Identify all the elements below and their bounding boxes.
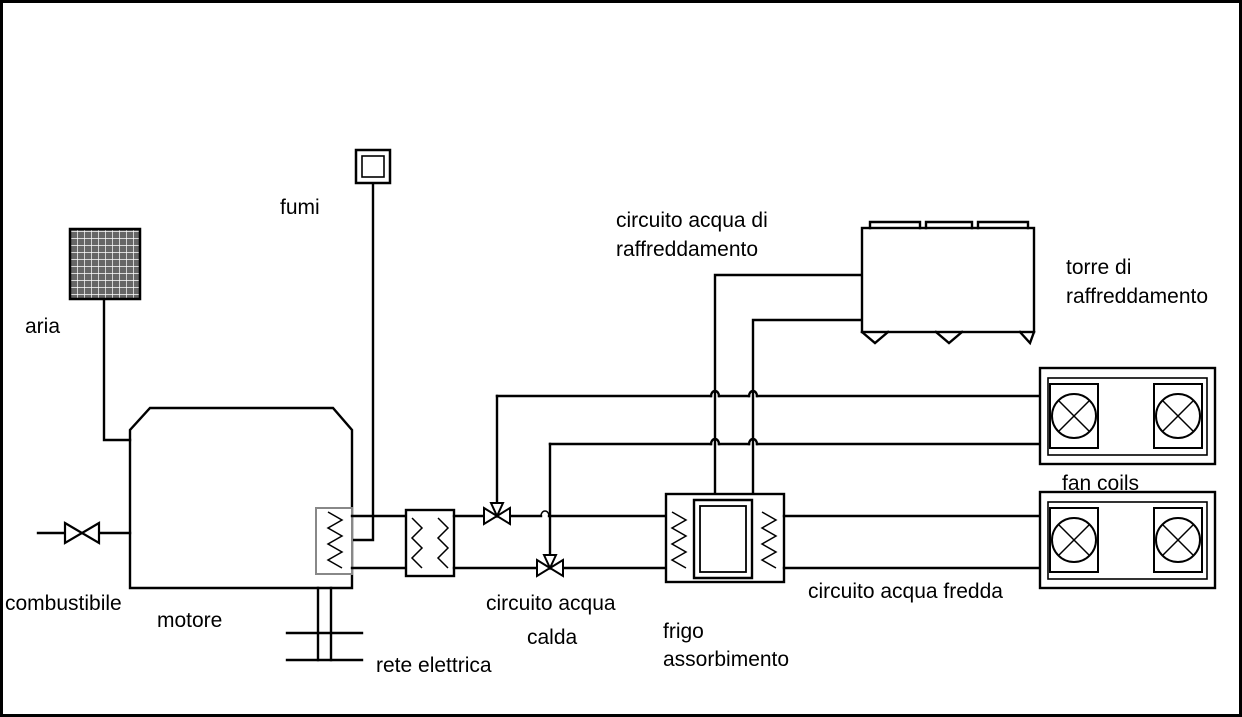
label-torre-2: raffreddamento (1066, 285, 1209, 308)
engine-block (128, 406, 354, 590)
cooling-water-circuit (713, 273, 864, 496)
label-circuito-raffreddamento-2: raffreddamento (616, 238, 759, 261)
label-frigo-2: assorbimento (663, 648, 790, 671)
label-circuito-acqua-calda-1: circuito acqua (486, 592, 616, 615)
fuel-valve-icon (63, 521, 101, 545)
label-circuito-acqua-calda-2: calda (527, 626, 578, 649)
fan-coil-lower-icon (1038, 490, 1217, 590)
engine-water-lines (350, 514, 408, 570)
pipe-crossover (540, 510, 550, 517)
bypass-valve-lower-icon (536, 442, 564, 578)
label-motore: motore (157, 609, 223, 632)
electrical-grid-shaft (285, 586, 364, 662)
label-aria: aria (25, 315, 61, 338)
label-circuito-raffreddamento-1: circuito acqua di (616, 209, 768, 232)
bypass-valve-upper-icon (483, 394, 511, 526)
label-fumi: fumi (280, 196, 320, 219)
label-combustibile: combustibile (5, 592, 122, 615)
heat-exchanger-icon (404, 508, 456, 578)
label-frigo-1: frigo (663, 620, 704, 643)
label-circuito-acqua-fredda: circuito acqua fredda (808, 580, 1003, 603)
fan-coil-upper-icon (1038, 366, 1217, 466)
air-filter-icon (68, 227, 142, 301)
absorption-chiller-icon (664, 492, 786, 584)
cooling-tower-icon (860, 220, 1036, 346)
chimney-icon (354, 148, 392, 185)
exhaust-heat-exchanger-icon (315, 507, 353, 575)
exhaust-duct (350, 182, 375, 542)
air-duct (102, 298, 132, 442)
chilled-water-lines (782, 514, 1042, 570)
label-rete-elettrica: rete elettrica (376, 654, 492, 677)
label-fan-coils: fan coils (1062, 472, 1140, 495)
label-torre-1: torre di (1066, 256, 1132, 279)
